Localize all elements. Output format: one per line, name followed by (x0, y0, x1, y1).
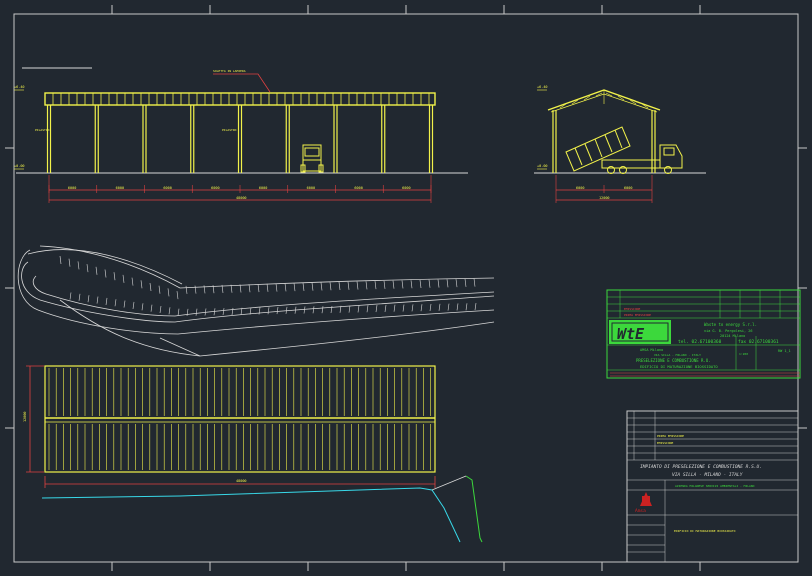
company-fax: fax 02.67100361 (738, 339, 779, 345)
frame-ticks (5, 5, 807, 571)
plan-side-dim: 12000 (23, 411, 27, 422)
front-bay-dim: 6000 (402, 186, 410, 190)
client-name: AMSA Milano (640, 348, 663, 352)
front-elevation: SOLETTA IN LAMIERA +6.40 +0.00 PILASTRO … (14, 67, 468, 203)
tipper-truck (565, 126, 683, 174)
wte-logo: WtE (617, 325, 645, 343)
front-bay-dim: 6000 (211, 186, 219, 190)
plan-total-dim: 48000 (236, 479, 247, 483)
front-bay-dim: 6000 (354, 186, 362, 190)
amsa-rev-1: PRIMA EMISSIONE (657, 434, 684, 438)
level-top-front: +6.40 (14, 85, 25, 89)
site-road-plan (17, 245, 495, 357)
project-name: PRESELEZIONE E COMBUSTIONE R.U. (636, 358, 711, 363)
company-city: 20124 Milano (720, 334, 745, 338)
side-elevation: +6.40 +0.00 6000 6000 12000 (534, 85, 706, 203)
site-boundary-green (465, 475, 483, 543)
rev-row-1: EMISSIONE (624, 307, 640, 311)
amsa-rev-2: EMISSIONE (657, 441, 673, 445)
scale-value: 1:200 (739, 352, 748, 356)
plant-address: VIA SILLA - MILANO - ITALY (672, 472, 743, 478)
sheet-number: RW 1_1 (778, 349, 791, 353)
front-total-dim: 48000 (236, 196, 247, 200)
side-total-dim: 12000 (599, 196, 610, 200)
site-boundary (41, 487, 461, 543)
drawing-title-top: EDIFICIO DI MATURAZIONE BIOSSIDATO (640, 364, 718, 369)
front-bay-dim: 6000 (68, 186, 76, 190)
side-dim-2: 6000 (624, 186, 632, 190)
amsa-logo: Amsa (635, 492, 652, 514)
amsa-logo-caption: Amsa (635, 508, 646, 514)
column-label-2: PILASTRO (222, 128, 237, 132)
roof-plan: 48000 12000 (23, 365, 483, 543)
truck-front-view (300, 144, 324, 173)
wte-logo-box (609, 320, 671, 344)
front-bay-dim: 6000 (163, 186, 171, 190)
column-label-1: PILASTRO (35, 128, 50, 132)
plant-title: IMPIANTO DI PRESELEZIONE E COMBUSTIONE R… (640, 464, 762, 470)
company-street: via G. B. Pergolesi, 26 (704, 329, 752, 333)
company-name: Waste to energy S.r.l. (704, 322, 757, 327)
level-ground-front: +0.00 (14, 164, 25, 168)
side-dim-1: 6000 (576, 186, 584, 190)
rev-row-2: PRIMA EMISSIONE (624, 313, 651, 317)
front-bay-dim: 6000 (116, 186, 124, 190)
company-tel: tel. 02.67100360 (678, 339, 722, 345)
roof-note: SOLETTA IN LAMIERA (213, 69, 246, 73)
level-top-side: +6.40 (537, 85, 548, 89)
front-bay-dim: 6000 (307, 186, 315, 190)
front-bay-dim: 6000 (259, 186, 267, 190)
drawing-title-main: EDIFICIO DI MATURAZIONE BIOSSIDATO (674, 529, 736, 533)
level-ground-side: +0.00 (537, 164, 548, 168)
client-address: VIA SILLA - MILANO - ITALY (654, 353, 701, 357)
title-block-amsa: PRIMA EMISSIONE EMISSIONE IMPIANTO DI PR… (626, 410, 799, 563)
client-full-name: AZIENDA MILANESE SERVIZI AMBIENTALI - MI… (675, 484, 755, 488)
title-block-wte: EMISSIONE PRIMA EMISSIONE WtE Waste to e… (606, 289, 801, 379)
